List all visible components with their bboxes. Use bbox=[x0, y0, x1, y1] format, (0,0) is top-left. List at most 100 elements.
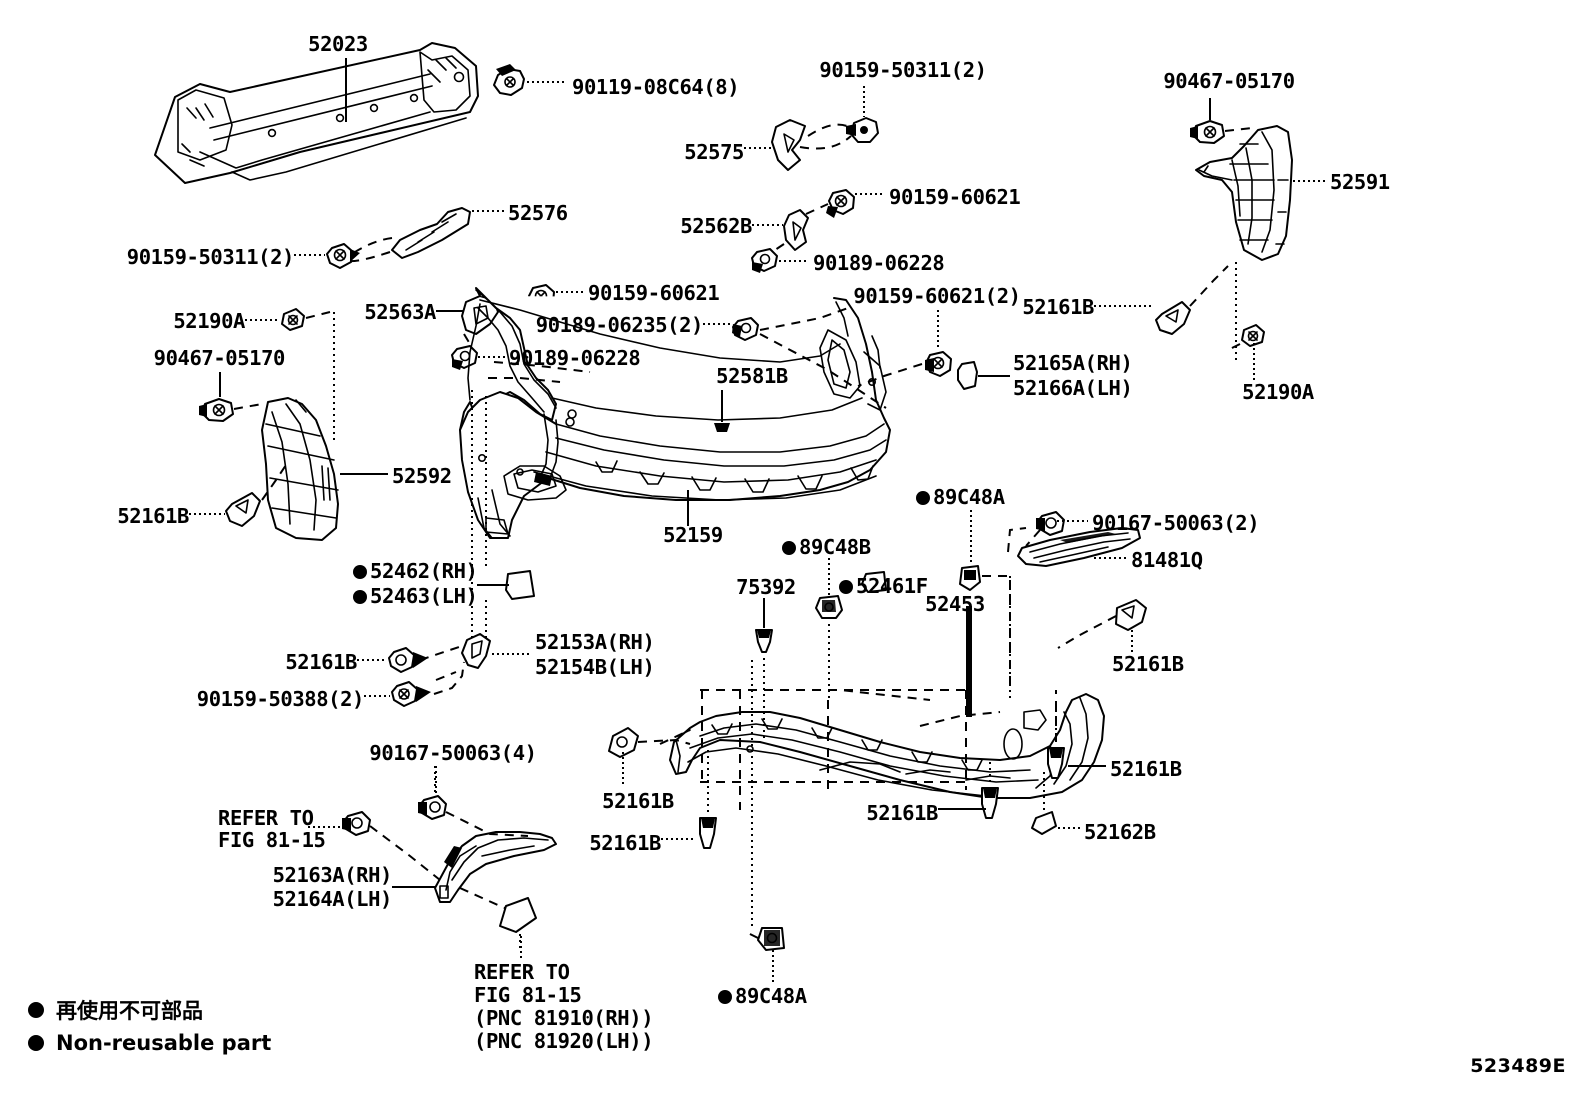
leader-90159-50388 bbox=[364, 695, 390, 697]
callout-52463-LH: 52463(LH) bbox=[353, 584, 478, 609]
callout-fig-81-15-2: FIG 81-15 bbox=[474, 983, 582, 1007]
callout-90159-50311-left: 90159-50311(2) bbox=[126, 245, 295, 269]
leader-52161B-right-upper bbox=[1094, 305, 1154, 307]
leader-52563A bbox=[436, 310, 464, 312]
callout-52153A-RH: 52153A(RH) bbox=[535, 630, 655, 654]
fastener-52161B-d bbox=[1115, 599, 1147, 631]
leader-52592 bbox=[340, 473, 388, 475]
nonreusable-dot-icon bbox=[839, 580, 853, 594]
fastener-90159-50388 bbox=[391, 681, 431, 707]
fastener-90467-05170-right bbox=[1190, 120, 1225, 144]
callout-52562B: 52562B bbox=[680, 214, 752, 238]
part-52023-reinforcement bbox=[154, 42, 479, 184]
callout-52161B-e: 52161B bbox=[602, 789, 674, 813]
fastener-52161B-h bbox=[1047, 747, 1065, 779]
fastener-75392 bbox=[755, 629, 773, 653]
callout-52462-RH: 52462(RH) bbox=[353, 559, 478, 584]
part-52163A-bracket bbox=[434, 831, 557, 903]
fastener-90159-50311-left bbox=[326, 243, 360, 269]
leader-89C48B bbox=[828, 558, 830, 596]
leader-90189-06228-b bbox=[478, 356, 506, 358]
leader-52161B-f bbox=[661, 838, 696, 840]
callout-52166A-LH: 52166A(LH) bbox=[1013, 376, 1133, 400]
leader-52581B bbox=[721, 390, 723, 422]
leader-90467-left bbox=[219, 372, 221, 397]
leader-52162B bbox=[1058, 827, 1080, 829]
part-52575-bracket bbox=[771, 119, 806, 171]
leader-52591 bbox=[1293, 180, 1326, 182]
callout-52576: 52576 bbox=[508, 201, 568, 225]
leader-refer-8115 bbox=[308, 826, 341, 828]
fastener-90189-06228-a bbox=[751, 248, 778, 273]
callout-90167-50063-2: 90167-50063(2) bbox=[1092, 511, 1260, 535]
leader-81481Q bbox=[1094, 557, 1127, 559]
part-52562B-bracket bbox=[783, 209, 809, 251]
leader-52462 bbox=[477, 584, 509, 586]
leader-52575 bbox=[744, 147, 774, 149]
callout-52581B: 52581B bbox=[716, 364, 788, 388]
callout-52190A-right: 52190A bbox=[1242, 380, 1314, 404]
leader-52023 bbox=[345, 58, 347, 122]
nonreusable-dot-icon bbox=[916, 491, 930, 505]
leader-52161B-d bbox=[1131, 630, 1133, 652]
leader-52153A bbox=[492, 653, 530, 655]
part-52161B-clip-left bbox=[225, 492, 261, 527]
part-52461F-retainer bbox=[861, 571, 887, 593]
fastener-90159-50311-top bbox=[846, 117, 879, 143]
callout-refer-to-1: REFER TO bbox=[218, 806, 314, 830]
part-52162B-clip bbox=[1031, 811, 1057, 835]
callout-90159-60621-c: 90159-60621(2) bbox=[853, 284, 1021, 308]
callout-52161B-d: 52161B bbox=[1112, 652, 1184, 676]
callout-52159: 52159 bbox=[663, 523, 723, 547]
legend-english-text: Non-reusable part bbox=[56, 1031, 272, 1055]
callout-52575: 52575 bbox=[684, 140, 744, 164]
callout-90467-05170-right: 90467-05170 bbox=[1163, 69, 1295, 93]
callout-52563A: 52563A bbox=[364, 300, 436, 324]
leader-52161B-g bbox=[938, 808, 986, 810]
callout-75392: 75392 bbox=[736, 575, 796, 599]
leader-refer-81910 bbox=[520, 936, 522, 960]
nonreusable-dot-icon bbox=[28, 1035, 44, 1051]
callout-90159-50311-top: 90159-50311(2) bbox=[819, 58, 987, 82]
fastener-90119-08C64 bbox=[493, 64, 525, 96]
callout-52161B-right-upper: 52161B bbox=[1022, 295, 1094, 319]
callout-52165A-RH: 52165A(RH) bbox=[1013, 351, 1133, 375]
figure-id: 523489E bbox=[1470, 1055, 1566, 1077]
callout-52161B-left: 52161B bbox=[117, 504, 189, 528]
legend-japanese-text: 再使用不可部品 bbox=[56, 999, 203, 1023]
callout-90189-06228-b: 90189-06228 bbox=[509, 346, 641, 370]
leader-90167-50063-2 bbox=[1057, 520, 1088, 522]
leader-52161B-left bbox=[189, 513, 225, 515]
fastener-refer-81-15 bbox=[342, 811, 371, 836]
fastener-52161B-c bbox=[388, 647, 428, 673]
callout-52161B-c: 52161B bbox=[285, 650, 357, 674]
fastener-90467-05170-left bbox=[199, 398, 234, 422]
callout-81481Q: 81481Q bbox=[1131, 548, 1203, 572]
nonreusable-dot-icon bbox=[353, 590, 367, 604]
callout-52161B-f: 52161B bbox=[589, 831, 661, 855]
legend: 再使用不可部品 Non-reusable part bbox=[28, 995, 271, 1061]
callout-pnc-81920: (PNC 81920(LH)) bbox=[474, 1029, 654, 1053]
leader-52159 bbox=[687, 490, 689, 526]
leader-90167-50063-4 bbox=[435, 766, 437, 793]
part-52159-bumper-cover bbox=[459, 287, 891, 539]
nonreusable-dot-icon bbox=[718, 990, 732, 1004]
callout-90189-06235: 90189-06235(2) bbox=[535, 313, 704, 337]
nonreusable-dot-icon bbox=[353, 565, 367, 579]
fastener-52161B-f bbox=[699, 817, 717, 849]
callout-52161B-h: 52161B bbox=[1110, 757, 1182, 781]
part-52153A-bracket bbox=[461, 633, 491, 669]
callout-52453: 52453 bbox=[925, 592, 985, 616]
callout-52592: 52592 bbox=[392, 464, 452, 488]
part-referenced-81910 bbox=[499, 897, 537, 933]
part-52576-bracket bbox=[391, 207, 471, 259]
leader-52576 bbox=[472, 210, 504, 212]
fastener-52190A-left bbox=[281, 308, 305, 331]
leader-52163A bbox=[392, 886, 436, 888]
nonreusable-dot-icon bbox=[28, 1002, 44, 1018]
callout-90119-08C64: 90119-08C64(8) bbox=[572, 75, 740, 99]
callout-90467-05170-left: 90467-05170 bbox=[153, 346, 286, 370]
callout-90167-50063-4: 90167-50063(4) bbox=[369, 741, 537, 765]
nonreusable-dot-icon bbox=[782, 541, 796, 555]
